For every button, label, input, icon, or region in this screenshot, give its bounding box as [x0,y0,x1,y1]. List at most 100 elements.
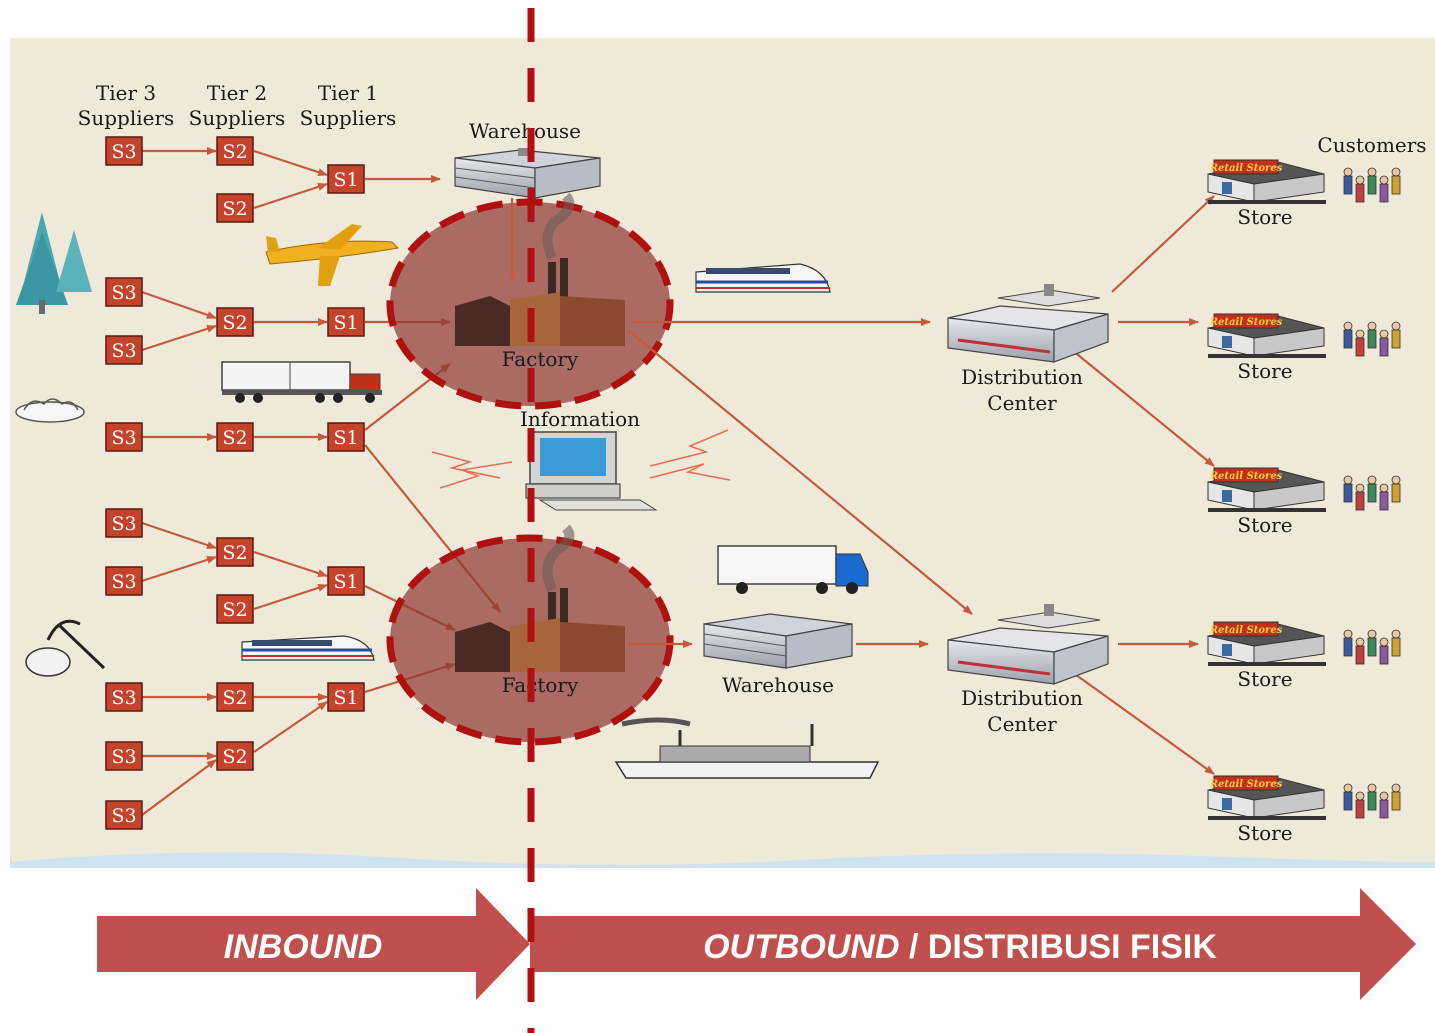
supplier-box-s2: S2 [216,307,254,337]
customers-group-icon [1343,783,1401,819]
water-decoration [10,852,1435,868]
supplier-code: S3 [111,687,136,709]
customers-group-icon [1343,321,1401,357]
retail-sign: Retail Stores [1209,317,1283,328]
outbound-arrows [627,195,1215,775]
outbound-label: OUTBOUND / DISTRIBUSI FISIK [703,928,1217,966]
supplier-code: S1 [333,312,358,334]
supplier-box-s2: S2 [216,682,254,712]
supplier-code: S2 [222,198,247,220]
retail-sign: Retail Stores [1209,625,1283,636]
rocks-icon [15,398,85,423]
information-computer: Information [431,407,731,511]
dc-top-label-line1: Distribution [961,365,1083,389]
warehouse-top-label: Warehouse [469,119,581,143]
trees-icon [16,212,92,314]
store-label: Store [1237,667,1292,691]
train-icon-outbound [695,263,831,293]
supplier-code: S2 [222,746,247,768]
supplier-box-s2: S2 [216,136,254,166]
supplier-box-s2: S2 [216,422,254,452]
svg-text:Tier 3: Tier 3 [96,81,156,105]
train-icon [241,635,375,661]
supplier-code: S2 [222,599,247,621]
svg-text:Tier 2: Tier 2 [207,81,267,105]
supplier-box-s3: S3 [105,422,143,452]
truck-icon-outbound [717,545,869,594]
warehouse-bottom: Warehouse [703,613,853,697]
outbound-separator: / [900,928,928,966]
dc-top-label-line2: Center [987,391,1057,415]
supplier-code: S2 [222,687,247,709]
supplier-box-s1: S1 [327,566,365,596]
supplier-code: S3 [111,282,136,304]
factory-top: Factory [386,192,674,410]
supplier-box-s2: S2 [216,537,254,567]
supplier-code: S3 [111,746,136,768]
customers-group-icon [1343,629,1401,665]
distribution-center-bottom: Distribution Center [947,604,1109,736]
tier1-header: Tier 1 Suppliers [300,81,397,130]
factory-bottom-label: Factory [502,673,579,697]
supplier-box-s3: S3 [105,277,143,307]
truck-icon [221,361,382,403]
airplane-icon [265,224,400,286]
supplier-box-s3: S3 [105,800,143,830]
supplier-box-s2: S2 [216,741,254,771]
supplier-code: S3 [111,340,136,362]
supplier-code: S1 [333,687,358,709]
information-label: Information [520,407,640,431]
outbound-rest: DISTRIBUSI FISIK [928,928,1217,966]
retail-sign: Retail Stores [1209,471,1283,482]
distribution-center-top: Distribution Center [947,284,1109,415]
retail-sign: Retail Stores [1209,779,1283,790]
warehouse-top: Warehouse [454,119,601,199]
svg-text:Tier 1: Tier 1 [318,81,378,105]
supplier-box-s3: S3 [105,682,143,712]
supplier-code: S3 [111,571,136,593]
tier3-header: Tier 3 Suppliers [78,81,175,130]
outbound-arrow [530,888,1416,1000]
supplier-box-s1: S1 [327,422,365,452]
store-label: Store [1237,359,1292,383]
supplier-code: S3 [111,513,136,535]
supplier-box-s1: S1 [327,307,365,337]
inbound-label: INBOUND [224,928,383,966]
outbound-word: OUTBOUND [703,928,899,966]
store-label: Store [1237,513,1292,537]
supplier-code: S1 [333,169,358,191]
supplier-box-s3: S3 [105,136,143,166]
ship-icon [614,717,880,779]
supplier-code: S3 [111,427,136,449]
supplier-box-s3: S3 [105,335,143,365]
supplier-box-s2: S2 [216,193,254,223]
customers-group-icon [1343,475,1401,511]
supplier-code: S2 [222,427,247,449]
store-label: Store [1237,205,1292,229]
warehouse-bottom-label: Warehouse [722,673,834,697]
supplier-box-s3: S3 [105,508,143,538]
supplier-box-s3: S3 [105,566,143,596]
svg-text:Suppliers: Suppliers [189,106,286,130]
tier2-header: Tier 2 Suppliers [189,81,286,130]
svg-text:Suppliers: Suppliers [300,106,397,130]
dc-bottom-label-line2: Center [987,712,1057,736]
supplier-code: S3 [111,141,136,163]
supplier-code: S2 [222,312,247,334]
supplier-code: S3 [111,805,136,827]
customers-label: Customers [1317,133,1426,157]
factory-top-label: Factory [502,347,579,371]
customers-group-icon [1343,167,1401,203]
supplier-box-s1: S1 [327,682,365,712]
supplier-box-s1: S1 [327,164,365,194]
pickaxe-icon [25,619,106,677]
supplier-box-s2: S2 [216,594,254,624]
retail-sign: Retail Stores [1209,163,1283,174]
